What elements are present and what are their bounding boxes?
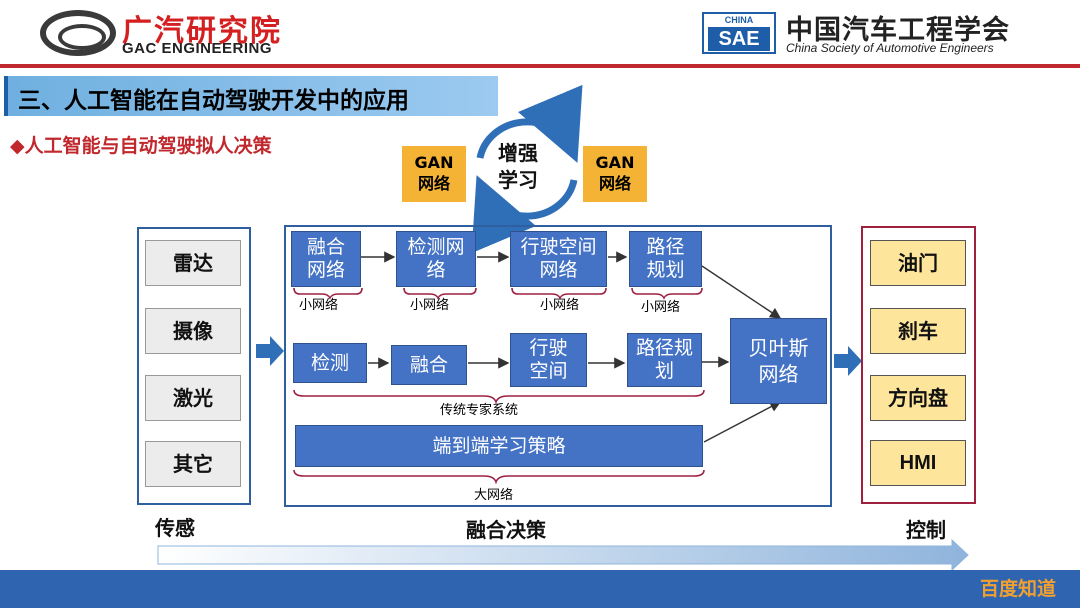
watermark: 百度知道: [980, 578, 1057, 600]
node-label: 规划: [646, 259, 685, 281]
node-label: 空间: [529, 360, 568, 382]
brace-row3: [293, 469, 705, 485]
node-path-planning-expert: 路径规划: [627, 333, 702, 387]
control-frame: [861, 226, 976, 504]
node-fusion: 融合: [391, 345, 467, 385]
node-label: 网络: [758, 362, 799, 386]
cycle-arrow-top: [476, 84, 583, 163]
control-throttle: 油门: [870, 240, 966, 286]
arrow-r3-bayes: [703, 401, 782, 443]
perception-caption: 传感: [155, 516, 195, 540]
gan-network-right: GAN 网络: [583, 146, 647, 202]
gan-left-line2: 网络: [417, 174, 450, 193]
section-title-bar: 三、人工智能在自动驾驶开发中的应用: [4, 76, 498, 116]
node-drivable-space: 行驶空间: [510, 333, 587, 387]
small-network-caption: 小网络: [540, 298, 580, 313]
brace-r1-4: [631, 287, 703, 300]
control-steering: 方向盘: [870, 375, 966, 421]
sae-logo: CHINA SAE: [702, 12, 776, 54]
node-end-to-end-strategy: 端到端学习策略: [295, 425, 703, 467]
node-label: 网络: [539, 259, 578, 281]
sensor-other: 其它: [145, 441, 241, 487]
gac-name-cn: 广汽研究院: [122, 14, 282, 49]
subtitle: ◆人工智能与自动驾驶拟人决策: [10, 131, 272, 158]
reinforcement-learning-label: 增强 学习: [488, 140, 548, 194]
rl-line1: 增强: [498, 141, 538, 165]
sensor-camera: 摄像: [145, 308, 241, 354]
node-bayesian-network: 贝叶斯网络: [730, 318, 827, 404]
gan-right-line1: GAN: [595, 153, 635, 172]
brace-r1-3: [511, 287, 607, 300]
control-brake: 刹车: [870, 308, 966, 354]
expert-system-caption: 传统专家系统: [440, 403, 519, 418]
small-network-caption: 小网络: [410, 298, 450, 313]
node-detection-network: 检测网络: [396, 231, 476, 287]
header-divider: [0, 64, 1080, 68]
node-label: 划: [654, 360, 674, 382]
society-name-cn: 中国汽车工程学会: [786, 15, 1010, 46]
node-label: 络: [426, 259, 446, 281]
sensor-lidar: 激光: [145, 375, 241, 421]
small-network-caption: 小网络: [641, 300, 681, 315]
arrow-r1-bayes: [701, 265, 782, 319]
control-caption: 控制: [906, 518, 946, 542]
node-label: 路径: [646, 236, 685, 258]
node-label: 检测网: [407, 236, 465, 258]
section-title: 三、人工智能在自动驾驶开发中的应用: [18, 88, 409, 114]
fusion-caption: 融合决策: [466, 518, 546, 542]
sae-badge-bottom: SAE: [708, 27, 770, 51]
node-label: 网络: [306, 259, 345, 281]
timeline-arrow: [157, 538, 969, 572]
node-label: 贝叶斯: [748, 336, 809, 360]
diamond-bullet-icon: ◆: [10, 135, 25, 157]
subtitle-text: 人工智能与自动驾驶拟人决策: [24, 135, 272, 157]
node-label: 行驶: [529, 337, 568, 359]
rl-line2: 学习: [498, 168, 538, 192]
footer-band: [0, 570, 1080, 608]
node-drivable-space-network: 行驶空间网络: [510, 231, 607, 287]
cycle-arrow-bottom: [471, 175, 578, 254]
big-network-caption: 大网络: [474, 488, 514, 503]
sae-badge-top: CHINA: [724, 15, 754, 25]
fusion-frame: [284, 225, 832, 507]
node-label: 融合: [306, 236, 345, 258]
brace-row2: [293, 389, 705, 405]
node-path-planning: 路径规划: [629, 231, 702, 287]
node-fusion-network: 融合网络: [291, 231, 361, 287]
perception-frame: [137, 227, 251, 505]
node-label: 路径规: [635, 337, 693, 359]
society-name-en: China Society of Automotive Engineers: [786, 41, 994, 55]
brace-r1-2: [403, 287, 477, 300]
small-network-caption: 小网络: [299, 298, 339, 313]
brace-r1-1: [293, 287, 363, 300]
gan-network-left: GAN 网络: [402, 146, 466, 202]
gan-left-line1: GAN: [414, 153, 454, 172]
control-hmi: HMI: [870, 440, 966, 486]
right-arrow-icon: [256, 336, 284, 366]
gan-right-line2: 网络: [598, 174, 631, 193]
node-detection: 检测: [293, 343, 367, 383]
right-arrow-icon: [834, 346, 862, 376]
node-label: 行驶空间: [520, 236, 597, 258]
gac-logo-icon: [40, 10, 116, 56]
gac-name-en: GAC ENGINEERING: [122, 40, 273, 57]
sensor-radar: 雷达: [145, 240, 241, 286]
